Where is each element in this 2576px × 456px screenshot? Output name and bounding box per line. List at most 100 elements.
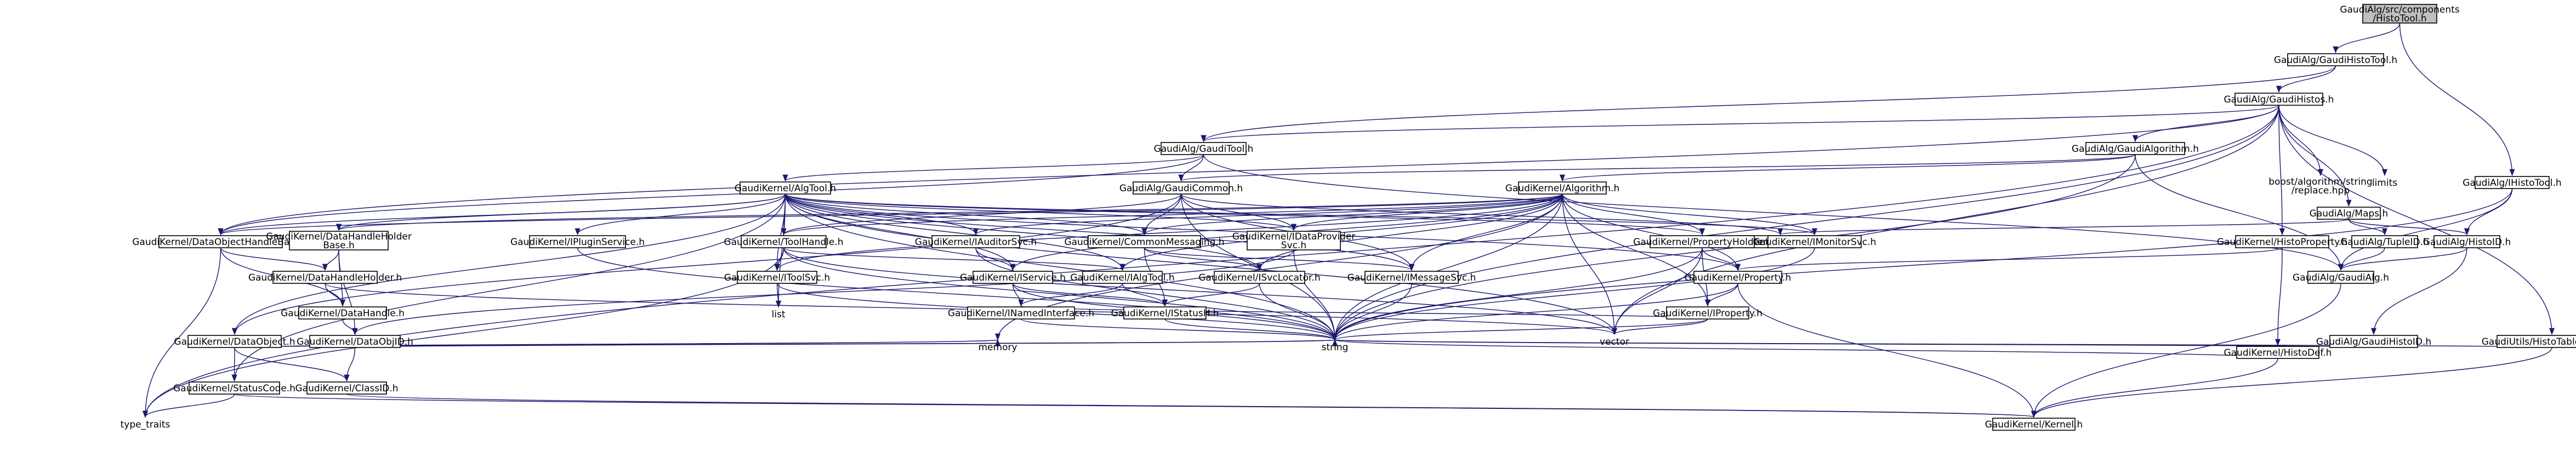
node-vector: vector bbox=[1600, 337, 1629, 347]
node-ipluginservice[interactable]: GaudiKernel/IPluginService.h bbox=[510, 235, 645, 248]
node-box-gaudihistotool bbox=[2287, 53, 2384, 66]
edge-propertyholder-to-string bbox=[1332, 247, 1703, 341]
edge-gaudihistotool-to-gaudihistos bbox=[2276, 65, 2336, 93]
node-ialgtool[interactable]: GaudiKernel/IAlgTool.h bbox=[1070, 271, 1175, 284]
edge-gaudicommon-to-idataprovidersvc bbox=[1180, 193, 1296, 231]
edge-gaudialgorithm-to-gaudicommon bbox=[1179, 154, 2136, 182]
node-ihistoproperty[interactable]: GaudiKernel/HistoProperty.h bbox=[2217, 235, 2347, 248]
node-gaudicommon[interactable]: GaudiAlg/GaudiCommon.h bbox=[1119, 181, 1243, 195]
node-algtool[interactable]: GaudiKernel/AlgTool.h bbox=[735, 181, 836, 195]
edge-imonitorsvc-to-string bbox=[1332, 247, 1815, 341]
edge-idataprovidersvc-to-string bbox=[1293, 249, 1338, 341]
node-label-root: GaudiAlg/src/components bbox=[2340, 4, 2459, 15]
node-datahandle[interactable]: GaudiKernel/DataHandle.h bbox=[281, 306, 405, 320]
node-iservice[interactable]: GaudiKernel/IService.h bbox=[960, 271, 1066, 284]
node-box-dataobjecthandlebase bbox=[158, 235, 283, 248]
node-label-inamedinterface: GaudiKernel/INamedInterface.h bbox=[948, 308, 1094, 319]
node-imessagesvc[interactable]: GaudiKernel/IMessageSvc.h bbox=[1347, 271, 1476, 284]
node-limits: limits bbox=[2372, 178, 2397, 189]
node-label-tupleid: GaudiAlg/TupleID.h bbox=[2340, 237, 2429, 248]
node-box-kernel bbox=[1992, 418, 2075, 431]
node-gaudialgorithm[interactable]: GaudiAlg/GaudiAlgorithm.h bbox=[2072, 142, 2199, 155]
node-iauditorsvc[interactable]: GaudiKernel/IAuditorSvc.h bbox=[915, 235, 1037, 248]
node-label-gaudialgorithm: GaudiAlg/GaudiAlgorithm.h bbox=[2072, 144, 2199, 155]
node-label-string: string bbox=[1322, 342, 1349, 353]
node-ihistotool[interactable]: GaudiAlg/IHistoTool.h bbox=[2463, 176, 2562, 189]
edge-dataobject-to-classid bbox=[234, 347, 350, 382]
edge-datahandleholderbase-to-datahandleholder bbox=[322, 249, 339, 271]
node-inamedinterface[interactable]: GaudiKernel/INamedInterface.h bbox=[948, 306, 1094, 320]
node-label-ipluginservice: GaudiKernel/IPluginService.h bbox=[510, 237, 645, 248]
edge-gaudialgh-to-kernel bbox=[2031, 283, 2341, 418]
edge-root-to-ihistotool bbox=[2399, 22, 2515, 176]
node-toolhandle[interactable]: GaudiKernel/ToolHandle.h bbox=[724, 235, 844, 248]
node-label-imessagesvc: GaudiKernel/IMessageSvc.h bbox=[1347, 272, 1476, 283]
edge-algtool-to-list bbox=[775, 193, 786, 308]
node-label-algtool: GaudiKernel/AlgTool.h bbox=[735, 183, 836, 194]
node-propertyholder[interactable]: GaudiKernel/PropertyHolder.h bbox=[1633, 235, 1771, 248]
node-datahandleholder[interactable]: GaudiKernel/DataHandleHolder.h bbox=[248, 271, 402, 284]
node-box-isvclocator bbox=[1214, 271, 1305, 284]
node-label-dataobject: GaudiKernel/DataObject.h bbox=[174, 337, 295, 347]
node-dataobjecthandlebase[interactable]: GaudiKernel/DataObjectHandleBase.h bbox=[132, 235, 309, 248]
edge-commonmessaging-to-isvclocator bbox=[1144, 247, 1263, 271]
node-gaudihistoid[interactable]: GaudiAlg/GaudiHistoID.h bbox=[2316, 335, 2431, 348]
node-tupleid[interactable]: GaudiAlg/TupleID.h bbox=[2340, 235, 2429, 248]
edge-algorithm-to-ialgtool bbox=[1119, 193, 1563, 271]
edge-gaudihistos-to-histotableformat bbox=[2278, 105, 2555, 335]
node-imonitorsvc[interactable]: GaudiKernel/IMonitorSvc.h bbox=[1753, 235, 1876, 248]
edge-algorithm-to-iproperty bbox=[1562, 193, 1711, 307]
edge-algtool-to-vector bbox=[784, 193, 1617, 335]
edge-gaudihistotool-to-gauditool bbox=[1201, 65, 2336, 142]
node-box-algorithm bbox=[1518, 181, 1607, 195]
node-commonmessaging[interactable]: GaudiKernel/CommonMessaging.h bbox=[1064, 235, 1225, 248]
node-algorithm[interactable]: GaudiKernel/Algorithm.h bbox=[1505, 181, 1619, 195]
edge-algtool-to-imessagesvc bbox=[784, 193, 1414, 271]
node-box-dataobjid bbox=[309, 335, 401, 348]
node-statuscode[interactable]: GaudiKernel/StatusCode.h bbox=[173, 381, 295, 395]
node-label-boostreplace: boost/algorithm/string bbox=[2268, 176, 2372, 187]
node-box-itoolsvc bbox=[737, 271, 817, 284]
node-label-property: GaudiKernel/Property.h bbox=[1685, 272, 1792, 283]
node-classid[interactable]: GaudiKernel/ClassID.h bbox=[295, 381, 399, 395]
node-histoid[interactable]: GaudiAlg/HistoID.h bbox=[2423, 235, 2511, 248]
node-gauditool[interactable]: GaudiAlg/GaudiTool.h bbox=[1154, 142, 1254, 155]
edge-inamedinterface-to-string bbox=[1020, 318, 1338, 341]
edge-algorithm-to-commonmessaging bbox=[1141, 193, 1563, 236]
node-root[interactable]: GaudiAlg/src/components/HistoTool.h bbox=[2340, 4, 2460, 24]
node-label-gauditool: GaudiAlg/GaudiTool.h bbox=[1154, 144, 1254, 155]
node-histodef[interactable]: GaudiKernel/HistoDef.h bbox=[2224, 346, 2332, 359]
node-itoolsvc[interactable]: GaudiKernel/IToolSvc.h bbox=[724, 271, 830, 284]
node-gaudialgh[interactable]: GaudiAlg/GaudiAlg.h bbox=[2293, 271, 2389, 284]
node-dataobjid[interactable]: GaudiKernel/DataObjID.h bbox=[297, 335, 413, 348]
node-property[interactable]: GaudiKernel/Property.h bbox=[1685, 271, 1792, 284]
node-statush[interactable]: GaudiKernel/IStatusH.h bbox=[1111, 306, 1219, 320]
edge-propertyholder-to-vector bbox=[1611, 247, 1703, 335]
node-box-algtool bbox=[740, 181, 831, 195]
node-label-classid: GaudiKernel/ClassID.h bbox=[295, 383, 398, 394]
edge-algorithm-to-toolhandle bbox=[781, 193, 1563, 236]
edge-gaudihistos-to-dataobjecthandlebase bbox=[218, 105, 2279, 236]
node-maps[interactable]: GaudiAlg/Maps.h bbox=[2310, 207, 2389, 220]
node-histotableformat[interactable]: GaudiUtils/HistoTableFormat.h bbox=[2482, 335, 2576, 348]
node-gaudihistos[interactable]: GaudiAlg/GaudiHistos.h bbox=[2224, 93, 2334, 106]
edge-root-to-gaudihistotool bbox=[2333, 22, 2401, 54]
node-iproperty[interactable]: GaudiKernel/IProperty.h bbox=[1653, 306, 1762, 320]
node-boostreplace: boost/algorithm/string/replace.hpp bbox=[2268, 176, 2372, 196]
edge-datahandleholderbase-to-dataobjid bbox=[338, 249, 358, 335]
node-gaudihistotool[interactable]: GaudiAlg/GaudiHistoTool.h bbox=[2274, 53, 2397, 66]
node-kernel[interactable]: GaudiKernel/Kernel.h bbox=[1985, 418, 2083, 431]
edge-classid-to-kernel bbox=[346, 394, 2036, 418]
node-box-iservice bbox=[973, 271, 1053, 284]
node-box-inamedinterface bbox=[967, 306, 1075, 320]
node-isvclocator[interactable]: GaudiKernel/ISvcLocator.h bbox=[1198, 271, 1321, 284]
node-box-maps bbox=[2317, 207, 2381, 220]
node-dataobject[interactable]: GaudiKernel/DataObject.h bbox=[174, 335, 295, 348]
node-label-gaudicommon: GaudiAlg/GaudiCommon.h bbox=[1119, 183, 1243, 194]
edge-toolhandle-to-ialgtool bbox=[783, 247, 1125, 271]
node-label-iproperty: GaudiKernel/IProperty.h bbox=[1653, 308, 1762, 319]
node-label-gaudialgh: GaudiAlg/GaudiAlg.h bbox=[2293, 272, 2389, 283]
node-label-gaudihistotool: GaudiAlg/GaudiHistoTool.h bbox=[2274, 55, 2397, 66]
